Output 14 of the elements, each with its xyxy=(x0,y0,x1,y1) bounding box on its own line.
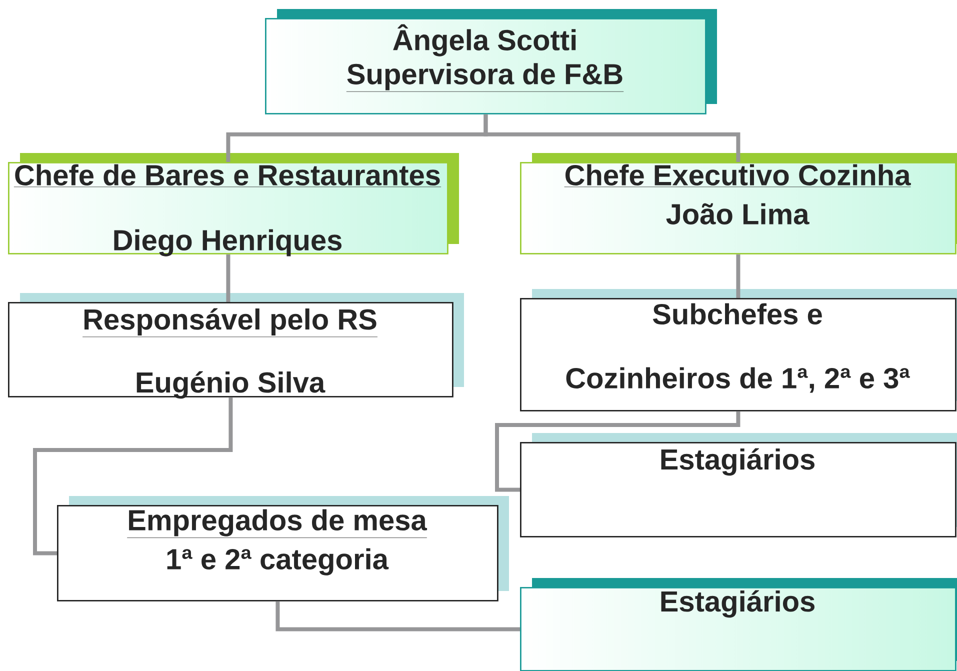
org-box: Chefe de Bares e Restaurantes Diego Henriques xyxy=(8,153,459,256)
org-box: Ângela Scotti Supervisora de F&B xyxy=(265,9,718,114)
org-box: Estagiários xyxy=(520,433,957,538)
org-box: Responsável pelo RS Eugénio Silva xyxy=(8,293,464,399)
connector-line xyxy=(33,397,233,556)
connector-line xyxy=(495,411,740,492)
connector-line xyxy=(276,601,520,632)
org-box: Empregados de mesa 1ª e 2ª categoria xyxy=(57,496,509,602)
connector-line xyxy=(484,114,740,162)
connector-line xyxy=(736,254,740,298)
org-box: Subchefes e Cozinheiros de 1ª, 2ª e 3ª xyxy=(520,289,957,412)
connector-line xyxy=(226,254,230,302)
org-box: Estagiários xyxy=(520,578,957,671)
org-box: Chefe Executivo Cozinha João Lima xyxy=(520,153,957,254)
